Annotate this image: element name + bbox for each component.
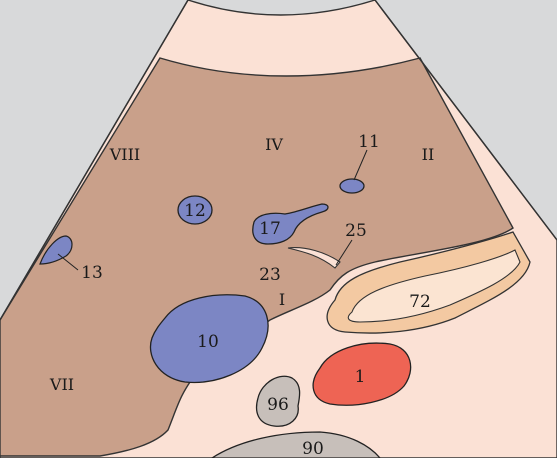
label-25: 25 <box>345 221 367 241</box>
label-segment-i: I <box>279 290 285 309</box>
label-13: 13 <box>81 263 103 283</box>
label-17: 17 <box>259 219 281 239</box>
label-segment-iv: IV <box>265 135 283 154</box>
label-96: 96 <box>267 395 289 415</box>
label-12: 12 <box>184 201 206 221</box>
label-10: 10 <box>197 332 219 352</box>
label-1: 1 <box>355 367 366 387</box>
label-segment-ii: II <box>422 145 435 164</box>
label-segment-vii: VII <box>49 375 74 394</box>
label-23: 23 <box>259 265 281 285</box>
label-72: 72 <box>409 292 431 312</box>
vessel-11 <box>340 179 364 193</box>
label-segment-viii: VIII <box>109 145 141 164</box>
label-11: 11 <box>358 132 380 152</box>
label-90: 90 <box>302 439 324 458</box>
